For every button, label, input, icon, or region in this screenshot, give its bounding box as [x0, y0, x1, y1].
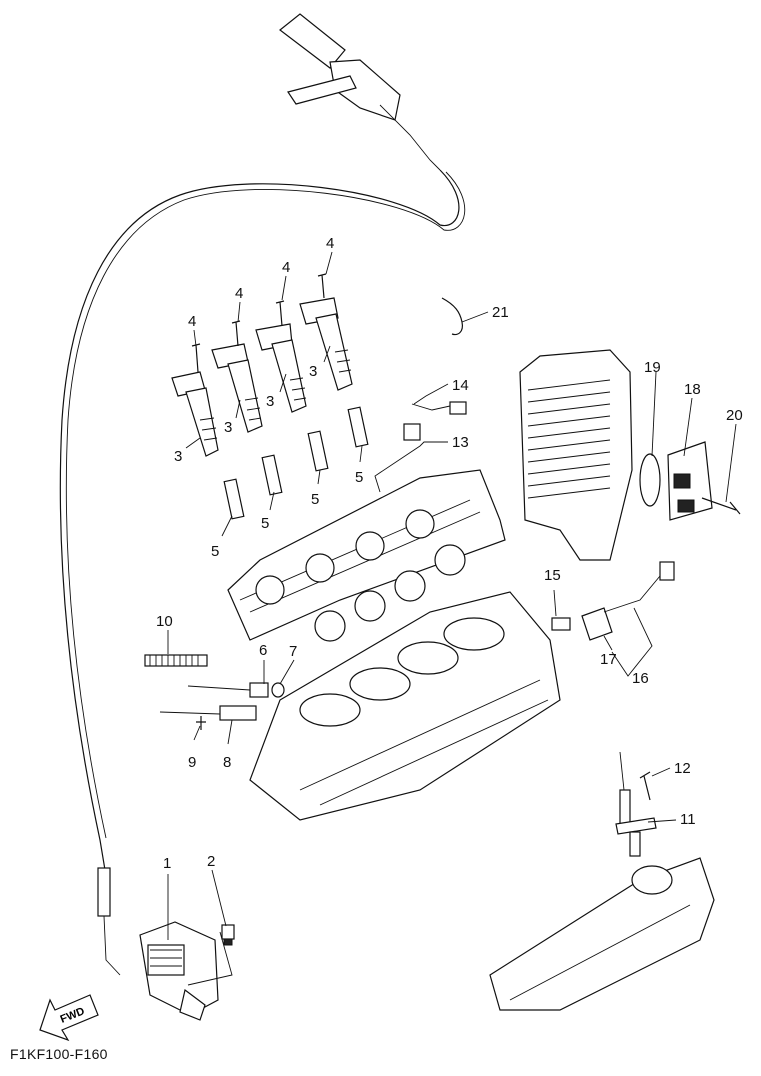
callout-20: 20	[726, 407, 743, 424]
callout-5: 5	[211, 543, 219, 560]
callout-14: 14	[452, 377, 469, 394]
exhaust-manifold	[489, 857, 715, 1011]
spring-part-10	[144, 654, 208, 667]
regulator-part-18	[667, 441, 713, 521]
fwd-arrow-icon: FWD	[39, 994, 99, 1042]
sensor-part-16-17	[581, 561, 675, 641]
sensor-part-8	[159, 705, 257, 721]
sensor-part-11	[615, 751, 657, 857]
callout-9: 9	[188, 754, 196, 771]
callout-7: 7	[289, 643, 297, 660]
spark-plugs	[223, 406, 369, 520]
callout-4: 4	[188, 313, 196, 330]
callout-21: 21	[492, 304, 509, 321]
callout-19: 19	[644, 359, 661, 376]
callout-5: 5	[355, 469, 363, 486]
callout-1: 1	[163, 855, 171, 872]
callout-4: 4	[326, 235, 334, 252]
callout-4: 4	[282, 259, 290, 276]
bolt-part-9	[196, 716, 206, 730]
throttle-grip-assembly	[279, 13, 441, 171]
callout-2: 2	[207, 853, 215, 870]
seal-part-19	[639, 453, 661, 507]
callout-11: 11	[680, 811, 696, 828]
callout-6: 6	[259, 642, 267, 659]
ignition-coil-4	[299, 297, 353, 391]
callout-17: 17	[600, 651, 617, 668]
callout-16: 16	[632, 670, 649, 687]
hose-part-21	[441, 297, 463, 336]
callout-13: 13	[452, 434, 469, 451]
callout-numbers: 1 2 3 3 3 3 4 4 4 4 5 5 5 5 6 7 8 9 10 1…	[156, 235, 743, 872]
sensor-part-15	[551, 617, 571, 631]
throttle-position-unit	[139, 921, 219, 1021]
cylinder-block	[249, 591, 561, 821]
callout-10: 10	[156, 613, 173, 630]
throttle-cable-inner	[65, 171, 466, 839]
callout-3: 3	[309, 363, 317, 380]
gasket-part-7	[271, 682, 285, 698]
bolt-part-2	[221, 924, 235, 946]
callout-18: 18	[684, 381, 701, 398]
leader-lines	[167, 251, 737, 986]
callout-3: 3	[224, 419, 232, 436]
callout-8: 8	[223, 754, 231, 771]
callout-3: 3	[174, 448, 182, 465]
callout-15: 15	[544, 567, 561, 584]
cylinder-head	[227, 469, 506, 642]
callout-3: 3	[266, 393, 274, 410]
callout-5: 5	[311, 491, 319, 508]
bolt-part-12	[639, 771, 651, 801]
callout-5: 5	[261, 515, 269, 532]
ecu-bracket	[519, 349, 633, 561]
callout-12: 12	[674, 760, 691, 777]
ignition-coil-3	[255, 323, 307, 413]
lead-part-14	[411, 401, 467, 415]
sensor-part-13	[403, 423, 421, 441]
sensor-part-6	[187, 682, 269, 698]
ignition-coil-1	[171, 371, 219, 457]
ignition-coil-2	[211, 343, 263, 433]
cable-end-fitting	[97, 867, 111, 917]
throttle-cable	[59, 169, 460, 871]
diagram-code: F1KF100-F160	[10, 1046, 108, 1062]
callout-4: 4	[235, 285, 243, 302]
bolt-part-20	[701, 497, 741, 515]
